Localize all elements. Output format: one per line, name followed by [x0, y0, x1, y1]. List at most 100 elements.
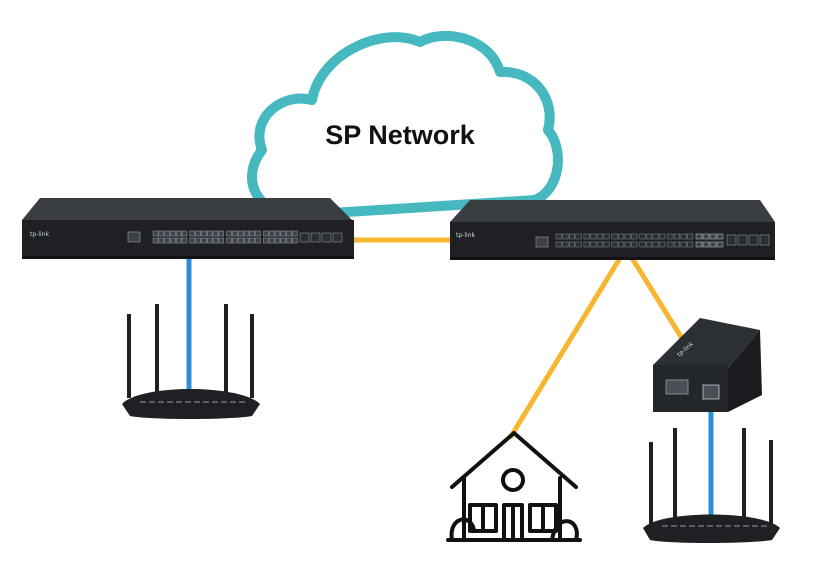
switch-left-port — [243, 230, 250, 237]
router-left-vent — [176, 401, 182, 403]
router-right-vent — [680, 525, 686, 527]
router-left-vent — [149, 401, 155, 403]
switch-right-sfp-port — [590, 233, 597, 240]
router-left-vent — [212, 401, 218, 403]
switch-right-uplink-port — [737, 234, 748, 246]
switch-right-port — [709, 233, 717, 240]
switch-right-sfp-port — [568, 241, 575, 248]
switch-left-port — [286, 237, 292, 244]
router-left-vent — [158, 401, 164, 403]
switch-right-sfp-port — [646, 233, 653, 240]
switch-left-port — [249, 237, 256, 244]
router-right-vent — [662, 525, 668, 527]
switch-right-port — [702, 241, 710, 248]
switch-left-port — [280, 237, 287, 244]
switch-left-port — [175, 237, 182, 244]
router-left-vent — [194, 401, 200, 403]
switch-left-port — [206, 230, 213, 237]
router-right-vent — [761, 525, 767, 527]
switch-right-uplink-port — [759, 234, 770, 246]
switch-right-sfp-port — [562, 233, 569, 240]
switch-right-sfp-port — [555, 233, 562, 240]
switch-right-sfp-port — [562, 241, 569, 248]
router-right-vent — [698, 525, 704, 527]
switch-right-sfp-port — [575, 233, 582, 240]
switch-right-sfp-port — [618, 241, 625, 248]
switch-right-sfp-port — [659, 241, 666, 248]
switch-right-sfp-port — [687, 233, 694, 240]
switch-right-sfp-port — [659, 233, 666, 240]
switch-left-port — [201, 237, 207, 244]
router-right-vent — [725, 525, 731, 527]
switch-left-port — [158, 237, 165, 244]
switch-right-sfp-port — [673, 233, 680, 240]
switch-left-port — [255, 230, 261, 237]
switch-left-ports — [152, 230, 343, 244]
switch-right-sfp-port — [639, 241, 646, 248]
switch-right-port — [695, 241, 703, 248]
switch-right-sfp-port — [596, 241, 603, 248]
switch-right-sfp-port — [555, 241, 562, 248]
media-converter-icon — [653, 318, 762, 412]
links — [186, 237, 714, 520]
switch-left-port — [292, 237, 298, 244]
switch-left-port — [201, 230, 207, 237]
switch-left-port — [237, 230, 244, 237]
switch-left-port — [152, 230, 159, 237]
switch-left-brand-logo: tp-link — [30, 231, 49, 238]
router-left — [122, 304, 260, 419]
switch-right-sfp-port — [631, 233, 638, 240]
switch-left-port — [164, 230, 170, 237]
switch-right-uplink-port — [726, 234, 737, 246]
switch-right-sfp-port — [667, 233, 674, 240]
switch-left-port — [195, 237, 201, 244]
switch-left-port — [255, 237, 261, 244]
switch-left-port — [195, 230, 201, 237]
router-right-vent — [752, 525, 758, 527]
router-left-vent — [230, 401, 236, 403]
switch-left-port — [274, 230, 281, 237]
router-left-vent — [185, 401, 191, 403]
switch-left-port — [226, 237, 232, 244]
switch-right-sfp-port — [673, 241, 680, 248]
switch-left-port — [274, 237, 281, 244]
switch-right-port — [709, 241, 717, 248]
switch-left-port — [268, 230, 275, 237]
switch-right-sfp-port — [624, 241, 631, 248]
switch-right-sfp-port — [652, 241, 659, 248]
switch-right-sfp-port — [680, 233, 687, 240]
switch-right-sfp-port — [611, 241, 618, 248]
switch-left-port — [249, 230, 256, 237]
switch-left-port — [164, 237, 170, 244]
fiber-link-converter — [629, 256, 686, 342]
switch-left-port — [206, 237, 213, 244]
switch-left-port — [175, 230, 182, 237]
switch-left-port — [268, 237, 275, 244]
switch-left-port — [237, 237, 244, 244]
switch-left-port — [170, 230, 176, 237]
switch-left-port — [232, 230, 238, 237]
switch-left-port — [232, 237, 238, 244]
switch-left-port — [212, 237, 219, 244]
switch-left-port — [263, 237, 269, 244]
switch-left-port — [218, 230, 225, 237]
router-left-vent — [203, 401, 209, 403]
router-right-vent — [734, 525, 740, 527]
router-left-vent — [140, 401, 146, 403]
switch-left-port — [181, 237, 188, 244]
switch-right-port — [716, 241, 724, 248]
router-right-vent — [671, 525, 677, 527]
switch-right-sfp-port — [590, 241, 597, 248]
router-left-vent — [221, 401, 227, 403]
switch-right-sfp-port — [575, 241, 582, 248]
switch-left-port — [189, 237, 196, 244]
switch-left-sfp-port — [332, 232, 343, 243]
switch-left-port — [181, 230, 188, 237]
switch-left-port — [226, 230, 232, 237]
switch-right-port — [716, 233, 724, 240]
switch-right-sfp-port — [624, 233, 631, 240]
switch-left-port — [189, 230, 196, 237]
switch-right-brand-logo: tp-link — [456, 232, 475, 239]
switch-right — [450, 200, 775, 260]
